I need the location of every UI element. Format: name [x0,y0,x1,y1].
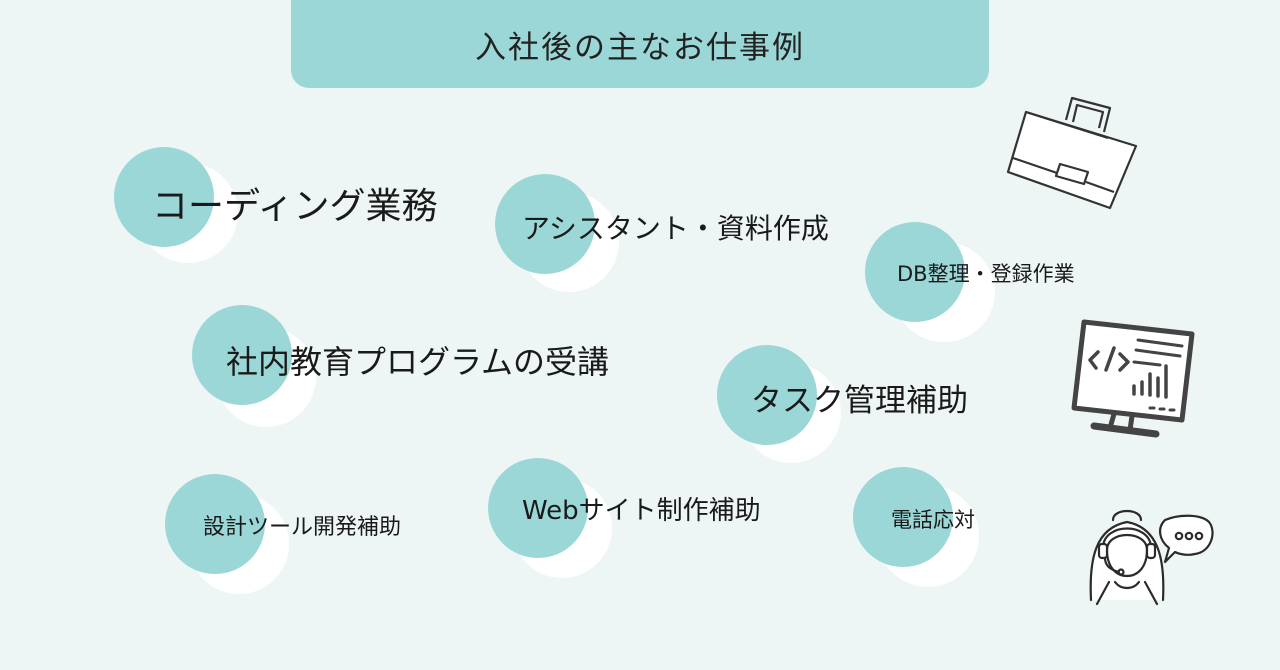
computer-code-icon [1071,319,1195,438]
job-item-label: 社内教育プログラムの受講 [226,343,610,381]
job-item-label: アシスタント・資料作成 [522,212,829,245]
circle-accent [717,345,817,445]
circle-accent [192,305,292,405]
job-item-label: 設計ツール開発補助 [203,515,402,540]
page-header: 入社後の主なお仕事例 [291,0,989,88]
job-item-label: コーディング業務 [152,186,438,227]
call-center-operator-icon [1089,509,1214,606]
circle-accent [495,174,595,274]
briefcase-icon [1006,96,1138,210]
job-item-label: 電話応対 [891,508,975,532]
job-item-label: Webサイト制作補助 [522,496,761,526]
circle-accent [853,467,953,567]
circle-accent [114,147,214,247]
circle-accent [488,458,588,558]
job-item-label: タスク管理補助 [751,383,968,419]
circle-accent [865,222,965,322]
page-title: 入社後の主なお仕事例 [475,29,805,66]
circle-accent [165,474,265,574]
job-item-label: DB整理・登録作業 [897,262,1075,286]
